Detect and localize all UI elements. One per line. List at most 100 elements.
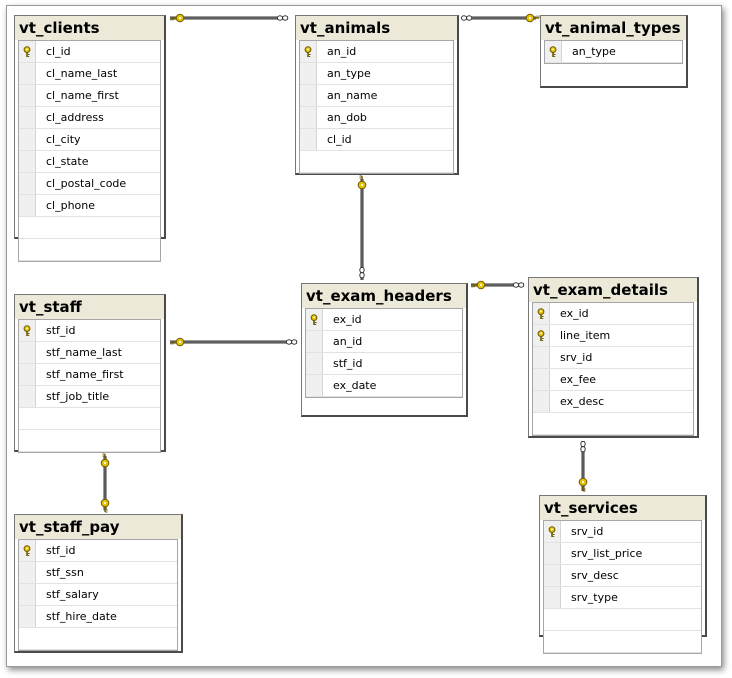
table-vt-services[interactable]: vt_services srv_id srv_list_price srv_desc… (539, 495, 707, 654)
row-selector (300, 107, 317, 128)
empty-row (19, 408, 160, 430)
column-name: srv_desc (571, 569, 619, 582)
column-row[interactable]: srv_list_price (544, 543, 701, 565)
column-list: stf_id stf_ssn stf_salary stf_hire_date (18, 539, 178, 651)
column-row[interactable]: stf_id (19, 320, 160, 342)
column-name: ex_id (333, 313, 362, 326)
column-row[interactable]: ex_id (533, 303, 693, 325)
column-row[interactable]: cl_name_first (19, 85, 160, 107)
column-row[interactable]: srv_desc (544, 565, 701, 587)
empty-row (19, 430, 160, 452)
table-title[interactable]: vt_services (540, 496, 705, 520)
column-list: ex_id line_item srv_id ex_fee ex_desc (532, 302, 694, 436)
column-row[interactable]: cl_address (19, 107, 160, 129)
column-list: srv_id srv_list_price srv_desc srv_type (543, 520, 702, 654)
column-row[interactable]: stf_id (306, 353, 462, 375)
column-row[interactable]: ex_fee (533, 369, 693, 391)
column-row[interactable]: cl_phone (19, 195, 160, 217)
column-name: cl_name_first (46, 89, 119, 102)
column-row[interactable]: line_item (533, 325, 693, 347)
empty-row (19, 239, 160, 261)
column-name: ex_id (560, 307, 589, 320)
column-row[interactable]: an_id (300, 41, 453, 63)
table-vt-animal-types[interactable]: vt_animal_types an_type (540, 15, 688, 88)
column-name: stf_salary (46, 588, 99, 601)
table-title[interactable]: vt_clients (15, 16, 164, 40)
column-row[interactable]: ex_date (306, 375, 462, 397)
column-row[interactable]: srv_type (544, 587, 701, 609)
column-row[interactable]: an_dob (300, 107, 453, 129)
key-icon (544, 521, 561, 542)
column-name: ex_fee (560, 373, 596, 386)
table-title[interactable]: vt_animal_types (541, 16, 686, 40)
column-name: stf_id (333, 357, 363, 370)
row-selector (300, 85, 317, 106)
row-selector (533, 369, 550, 390)
table-title[interactable]: vt_exam_details (529, 278, 697, 302)
row-selector (306, 331, 323, 352)
table-title[interactable]: vt_staff (15, 295, 164, 319)
table-vt-exam-details[interactable]: vt_exam_details ex_id line_item srv_id ex_f… (528, 277, 699, 438)
empty-row (544, 609, 701, 631)
column-row[interactable]: ex_desc (533, 391, 693, 413)
column-row[interactable]: stf_id (19, 540, 177, 562)
column-name: stf_name_last (46, 346, 122, 359)
row-selector (19, 606, 36, 627)
column-name: an_type (572, 45, 616, 58)
row-selector (306, 375, 323, 396)
table-vt-clients[interactable]: vt_clients cl_id cl_name_last cl_name_firs… (14, 15, 166, 262)
column-row[interactable]: cl_id (19, 41, 160, 63)
column-name: cl_state (46, 155, 89, 168)
row-selector (19, 386, 36, 407)
key-icon (19, 540, 36, 561)
key-icon (533, 325, 550, 346)
column-name: line_item (560, 329, 611, 342)
column-row[interactable]: stf_salary (19, 584, 177, 606)
column-name: stf_name_first (46, 368, 124, 381)
column-row[interactable]: cl_id (300, 129, 453, 151)
column-row[interactable]: cl_name_last (19, 63, 160, 85)
key-icon (545, 41, 562, 62)
column-row[interactable]: srv_id (533, 347, 693, 369)
column-row[interactable]: stf_hire_date (19, 606, 177, 628)
column-row[interactable]: cl_city (19, 129, 160, 151)
column-row[interactable]: an_id (306, 331, 462, 353)
column-name: an_type (327, 67, 371, 80)
column-row[interactable]: srv_id (544, 521, 701, 543)
column-row[interactable]: an_type (545, 41, 682, 63)
column-row[interactable]: an_name (300, 85, 453, 107)
row-selector (19, 85, 36, 106)
column-name: stf_job_title (46, 390, 110, 403)
column-name: cl_id (327, 133, 352, 146)
column-name: stf_id (46, 544, 76, 557)
column-name: srv_type (571, 591, 618, 604)
column-row[interactable]: stf_ssn (19, 562, 177, 584)
table-title[interactable]: vt_exam_headers (302, 284, 466, 308)
column-row[interactable]: stf_name_first (19, 364, 160, 386)
column-row[interactable]: an_type (300, 63, 453, 85)
empty-row (300, 151, 453, 173)
column-name: srv_list_price (571, 547, 643, 560)
row-selector (533, 347, 550, 368)
empty-row (533, 413, 693, 435)
column-list: ex_id an_id stf_id ex_date (305, 308, 463, 398)
column-name: stf_id (46, 324, 76, 337)
table-title[interactable]: vt_animals (296, 16, 457, 40)
column-row[interactable]: cl_postal_code (19, 173, 160, 195)
column-row[interactable]: stf_name_last (19, 342, 160, 364)
column-name: cl_postal_code (46, 177, 127, 190)
column-row[interactable]: stf_job_title (19, 386, 160, 408)
column-row[interactable]: ex_id (306, 309, 462, 331)
column-name: cl_name_last (46, 67, 118, 80)
table-vt-exam-headers[interactable]: vt_exam_headers ex_id an_id stf_id ex_date (301, 283, 468, 417)
empty-row (19, 628, 177, 650)
column-name: cl_address (46, 111, 104, 124)
column-row[interactable]: cl_state (19, 151, 160, 173)
table-title[interactable]: vt_staff_pay (15, 515, 181, 539)
table-vt-staff[interactable]: vt_staff stf_id stf_name_last stf_name_fir… (14, 294, 166, 453)
row-selector (544, 565, 561, 586)
column-name: an_id (327, 45, 357, 58)
